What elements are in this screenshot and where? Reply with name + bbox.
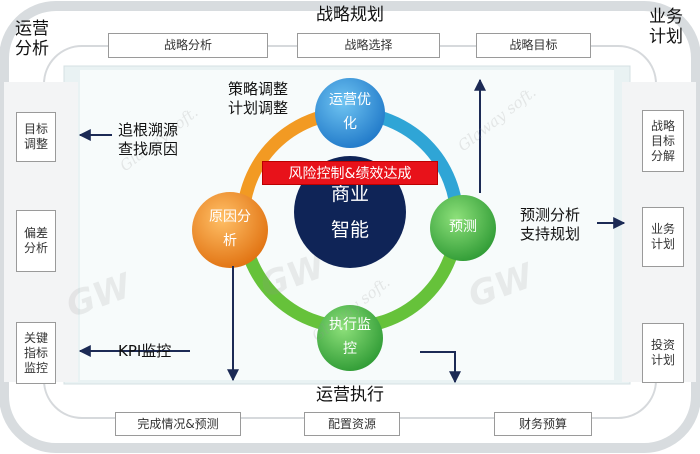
node-operation-optimization: 运营优 化 — [315, 78, 385, 148]
box-kpi-monitor: 关键指标监控 — [16, 322, 56, 384]
title-strategy-planning: 战略规划 — [316, 5, 384, 25]
box-completion-forecast: 完成情况&预测 — [115, 412, 241, 436]
box-strategy-target-breakdown: 战略目标分解 — [642, 110, 684, 172]
note-kpi-monitor: KPI监控 — [118, 342, 172, 360]
title-operation-analysis: 运营分析 — [15, 19, 49, 59]
node-left-circle — [192, 192, 268, 268]
box-investment-plan: 投资计划 — [642, 323, 684, 383]
note-line: 查找原因 — [118, 139, 179, 158]
arrow-down-to-execution-right — [420, 351, 461, 384]
box-strategy-selection: 战略选择 — [297, 33, 440, 58]
node-cause-analysis: 原因分 析 — [192, 192, 268, 268]
title-business-plan: 业务计划 — [649, 7, 683, 47]
title-operation-execution: 运营执行 — [316, 385, 384, 405]
node-forecast: 预测 — [449, 219, 477, 236]
note-forecast-support: 预测分析 支持规划 — [520, 206, 580, 244]
core-line-2: 智能 — [330, 219, 369, 241]
note-root-cause: 追根溯源 查找原因 — [118, 121, 178, 159]
note-line: 支持规划 — [520, 224, 581, 243]
note-line: 计划调整 — [228, 98, 289, 117]
node-bottom-circle — [317, 305, 383, 371]
box-financial-budget: 财务预算 — [494, 412, 592, 436]
box-deviation-analysis: 偏差分析 — [16, 210, 56, 272]
node-label-line-1: 原因分 — [209, 209, 251, 226]
note-line: 预测分析 — [520, 206, 581, 224]
note-line: 追根溯源 — [118, 121, 179, 139]
note-line: 策略调整 — [228, 80, 289, 98]
node-right-circle — [430, 195, 496, 261]
box-business-plan: 业务计划 — [642, 207, 684, 267]
node-label-line-1: 运营优 — [329, 92, 371, 109]
node-label-line-2: 化 — [343, 116, 357, 132]
node-label-line-2: 析 — [223, 233, 237, 249]
node-top-circle — [315, 78, 385, 148]
node-label-line-1: 执行监 — [329, 317, 371, 334]
box-resource-allocation: 配置资源 — [304, 412, 400, 436]
core-line-1: 商业 — [330, 182, 369, 205]
box-strategy-target: 战略目标 — [476, 33, 591, 58]
box-strategy-analysis: 战略分析 — [108, 33, 268, 58]
risk-performance-banner: 风险控制&绩效达成 — [262, 161, 438, 185]
note-strategy-adjust: 策略调整 计划调整 — [228, 80, 288, 118]
box-target-adjust: 目标调整 — [16, 112, 56, 162]
node-label-line-2: 控 — [343, 341, 357, 357]
node-execution-monitor: 执行监 控 — [317, 305, 383, 371]
